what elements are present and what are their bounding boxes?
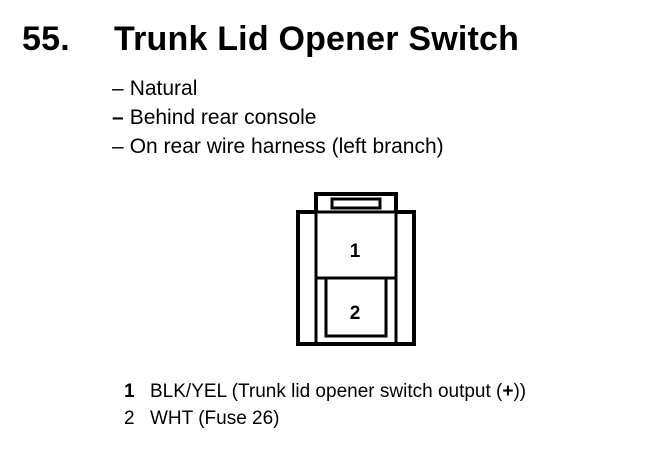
component-name: Trunk Lid Opener Switch [114,20,520,58]
pin-row-1: 1 BLK/YEL (Trunk lid opener switch outpu… [124,378,526,405]
note-dash: – [112,106,124,129]
polarity-sign: + [502,381,514,402]
note-harness: –On rear wire harness (left branch) [112,132,444,161]
cavity-label-1: 1 [350,241,361,262]
note-text: Behind rear console [129,106,317,129]
pin-row-2: 2 WHT (Fuse 26) [124,405,526,432]
connector-diagram: 1 2 [296,192,416,346]
cavity-label-2: 2 [350,303,361,324]
pin-description: BLK/YEL (Trunk lid opener switch output … [150,378,526,405]
note-dash: – [112,135,124,158]
note-color: –Natural [112,74,444,103]
pin-list: 1 BLK/YEL (Trunk lid opener switch outpu… [124,378,526,432]
pin-text-before: BLK/YEL (Trunk lid opener switch output … [150,381,503,402]
note-text: On rear wire harness (left branch) [129,135,444,158]
cavity-2 [324,276,388,338]
pin-number: 1 [124,381,135,402]
note-text: Natural [129,77,198,100]
location-notes: –Natural –Behind rear console –On rear w… [112,74,444,161]
item-number: 55. [22,20,70,58]
cavity-1 [314,210,398,280]
note-location: –Behind rear console [112,103,444,132]
pin-number: 2 [124,408,135,429]
pin-description: WHT (Fuse 26) [150,408,280,429]
pin-text-after: )) [513,381,527,402]
page-title: 55. Trunk Lid Opener Switch [22,20,519,64]
note-dash: – [112,77,124,100]
locking-tab-slot [330,197,382,210]
